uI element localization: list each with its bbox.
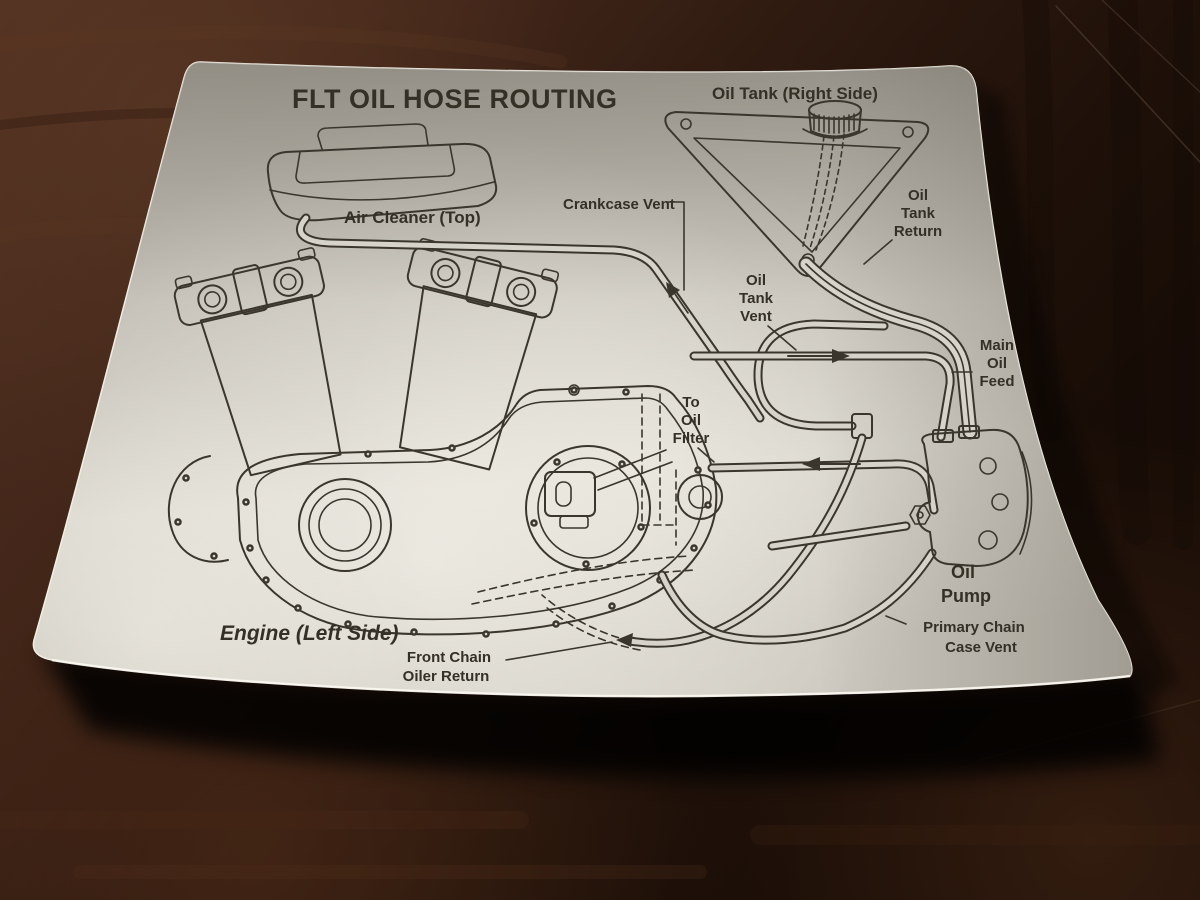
svg-text:Oil: Oil (951, 562, 975, 582)
filler-cap (802, 100, 868, 139)
engine-primary-cover (167, 384, 723, 638)
scratch-line (1055, 5, 1200, 163)
leader-oil-tank-return (863, 239, 893, 265)
svg-text:Feed: Feed (979, 373, 1014, 390)
leader-crankcase-vent (667, 201, 685, 291)
label-to-oil-filter: To Oil Filter (673, 394, 710, 447)
svg-text:To: To (682, 394, 699, 411)
svg-text:Oil: Oil (746, 272, 766, 289)
gearcase-bumps (167, 455, 229, 563)
svg-text:Oiler Return: Oiler Return (403, 668, 490, 685)
leader-primary-chain-case-vent (885, 615, 907, 625)
cover-boss (677, 474, 723, 520)
flow-arrow-to-oil-filter (802, 457, 861, 471)
label-front-chain-oiler-return: Front Chain Oiler Return (403, 649, 491, 685)
label-oil-tank-vent: Oil Tank Vent (739, 272, 774, 325)
paper-edge-shadow-right (970, 80, 1180, 700)
scratch-line (1101, 0, 1200, 93)
svg-text:Tank: Tank (901, 205, 936, 222)
flange-hole (902, 126, 914, 138)
hex-fitting (909, 505, 931, 525)
svg-text:Filter: Filter (673, 430, 710, 447)
svg-text:Oil: Oil (681, 412, 701, 429)
oil-tank-drawing (664, 100, 930, 277)
hose-oil-tank-return-bundle (798, 256, 978, 440)
diagram-title: FLT OIL HOSE ROUTING (292, 84, 618, 114)
label-leader-lines (505, 201, 973, 661)
rocker-cap (273, 266, 304, 297)
leader-oil-tank-vent (767, 325, 797, 351)
hose-main-oil-feed (689, 351, 955, 442)
flow-arrow-main-oil-feed (787, 349, 850, 363)
flow-arrow-crankcase-vent (666, 282, 689, 314)
svg-text:Oil: Oil (987, 355, 1007, 372)
cylinder-fins (199, 293, 342, 477)
svg-text:Primary Chain: Primary Chain (923, 619, 1025, 636)
label-engine: Engine (Left Side) (220, 622, 399, 645)
svg-text:Front Chain: Front Chain (407, 649, 491, 666)
hose-oiler-return-hidden-dashed (541, 594, 641, 651)
svg-text:Vent: Vent (740, 308, 772, 325)
svg-text:Return: Return (894, 223, 942, 240)
svg-text:Pump: Pump (941, 586, 991, 606)
label-crankcase-vent: Crankcase Vent (563, 196, 675, 213)
label-air-cleaner: Air Cleaner (Top) (344, 208, 481, 227)
oil-pump-drawing (909, 425, 1033, 567)
hose-primary-chain-case-vent (657, 548, 937, 645)
hose-crankcase-vent (296, 213, 765, 423)
label-oil-pump: Oil Pump (941, 562, 991, 606)
hose-front-chain-oiler-return (625, 433, 867, 648)
flow-arrow-front-chain-oiler (616, 633, 633, 647)
paper-curl-highlight (51, 658, 1131, 698)
rocker-cap (197, 284, 228, 315)
derby-cover (525, 445, 651, 571)
hidden-hose-dashed-lines (471, 393, 697, 605)
svg-text:Case Vent: Case Vent (945, 639, 1017, 656)
leader-to-oil-filter (697, 447, 715, 463)
label-oil-tank-return: Oil Tank Return (894, 187, 942, 240)
flange-hole (680, 118, 692, 130)
cylinder-fins (398, 285, 538, 471)
leader-front-chain-oiler-return (505, 641, 613, 661)
hose-pump-side (767, 521, 911, 551)
label-main-oil-feed: Main Oil Feed (979, 337, 1014, 390)
rocker-cap (430, 258, 461, 289)
label-primary-chain-case-vent: Primary Chain Case Vent (923, 619, 1025, 656)
dipstick-dashed-lines (802, 133, 845, 251)
svg-text:Main: Main (980, 337, 1014, 354)
oil-hose-routing-diagram: FLT OIL HOSE ROUTING Oil Tank (Right Sid… (167, 84, 1033, 685)
label-oil-tank: Oil Tank (Right Side) (712, 84, 878, 103)
engine-front-cylinder (173, 247, 342, 477)
flow-arrows (616, 282, 861, 647)
rocker-cap (506, 276, 537, 307)
svg-text:Tank: Tank (739, 290, 774, 307)
clutch-inspection-cover (298, 478, 392, 572)
hose-oil-tank-vent-loop (753, 319, 889, 431)
svg-text:Oil: Oil (908, 187, 928, 204)
air-cleaner-drawing (266, 123, 498, 222)
